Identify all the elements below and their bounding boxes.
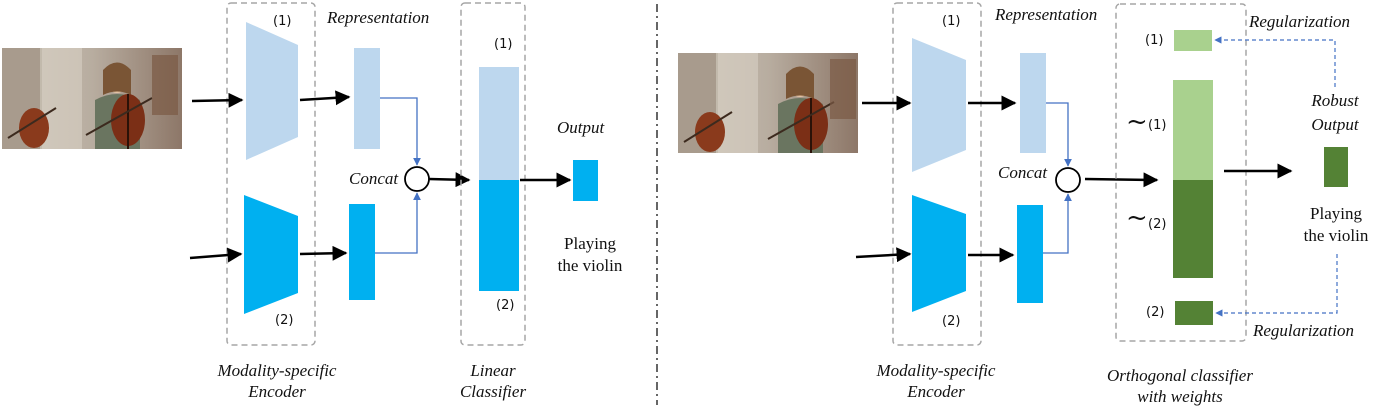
classifier-weight-audio-small	[1175, 301, 1213, 325]
representation-label: Representation	[326, 8, 429, 27]
regularization-top-label: Regularization	[1248, 12, 1350, 31]
audio-input-arrow	[189, 247, 243, 263]
prediction-line2: the violin	[558, 256, 623, 275]
classifier-caption-line1: Orthogonal classifier	[1107, 366, 1253, 385]
audio-rep-to-concat-connector	[375, 192, 421, 254]
visual-representation-bar	[354, 48, 380, 149]
tilde-index-1: (1)	[1148, 118, 1166, 133]
concat-label: Concat	[998, 163, 1048, 182]
concat-node	[1055, 167, 1081, 193]
left-panel: (1) (2) Representation Concat (1) (2) Ou…	[2, 2, 623, 401]
classifier-weight-audio	[479, 180, 519, 291]
right-panel: (1) (2) Representation Concat (1) ~ (1) …	[678, 2, 1369, 406]
robust-output-label-line2: Output	[1311, 115, 1360, 134]
visual-representation-bar	[1020, 53, 1046, 153]
encoder-audio-shape	[244, 195, 298, 314]
classifier-caption-line2: Classifier	[460, 382, 527, 401]
output-bar	[573, 160, 598, 201]
audio-representation-bar	[1017, 205, 1043, 303]
concat-to-classifier-arrow	[428, 172, 471, 188]
audio-waveform-image	[694, 228, 833, 286]
visual-rep-to-concat-connector	[1046, 102, 1072, 167]
concat-to-classifier-arrow	[1084, 172, 1159, 188]
robust-output-label-line1: Robust	[1310, 91, 1360, 110]
classifier-caption-line1: Linear	[469, 361, 516, 380]
classifier-weight-visual	[1173, 80, 1213, 180]
audio-encoder-to-rep-arrow	[299, 245, 348, 261]
regularization-top-connector	[1214, 36, 1336, 87]
classifier-weight-audio	[1173, 180, 1213, 278]
regularization-bottom-label: Regularization	[1252, 321, 1354, 340]
encoder-caption-line1: Modality-specific	[217, 361, 337, 380]
classifier-index-top: (1)	[494, 37, 512, 52]
concat-node	[404, 166, 430, 192]
concat-label: Concat	[349, 169, 399, 188]
audio-waveform-image	[18, 228, 157, 286]
classifier-box	[460, 2, 526, 346]
encoder-caption-line2: Encoder	[906, 382, 965, 401]
video-frame-image	[678, 53, 858, 153]
encoder-audio-shape	[912, 195, 966, 312]
classifier-index-bottom: (2)	[496, 298, 514, 313]
prediction-line2: the violin	[1304, 226, 1369, 245]
encoder-caption-line2: Encoder	[247, 382, 306, 401]
classifier-box	[1115, 3, 1247, 342]
classifier-weight-visual-small	[1174, 30, 1212, 51]
regularization-bottom-connector	[1215, 254, 1338, 317]
video-input-arrow	[191, 92, 244, 108]
representation-label: Representation	[994, 5, 1097, 24]
encoder-index-bottom: (2)	[942, 314, 960, 329]
tilde-index-2: (2)	[1148, 217, 1166, 232]
classifier-weight-visual	[479, 67, 519, 180]
encoder-visual-shape	[246, 22, 298, 160]
visual-encoder-to-rep-arrow	[299, 90, 351, 106]
encoder-box	[226, 2, 316, 346]
audio-representation-bar	[349, 204, 375, 300]
encoder-visual-shape	[912, 38, 966, 172]
tilde-symbol-2: ~	[1126, 203, 1148, 233]
weight-index-bottom: (2)	[1146, 305, 1164, 320]
encoder-index-bottom: (2)	[275, 313, 293, 328]
audio-input-arrow	[855, 247, 912, 263]
prediction-line1: Playing	[564, 234, 616, 253]
output-label: Output	[557, 118, 606, 137]
tilde-symbol-1: ~	[1126, 107, 1148, 137]
video-frame-image	[2, 48, 182, 149]
audio-rep-to-concat-connector	[1043, 193, 1072, 254]
encoder-box	[892, 2, 982, 346]
encoder-index-top: (1)	[273, 14, 291, 29]
prediction-line1: Playing	[1310, 204, 1362, 223]
output-bar	[1324, 147, 1348, 187]
classifier-caption-line2: with weights	[1137, 387, 1223, 406]
encoder-index-top: (1)	[942, 14, 960, 29]
encoder-caption-line1: Modality-specific	[876, 361, 996, 380]
visual-rep-to-concat-connector	[380, 97, 421, 166]
weight-index-top: (1)	[1145, 33, 1163, 48]
